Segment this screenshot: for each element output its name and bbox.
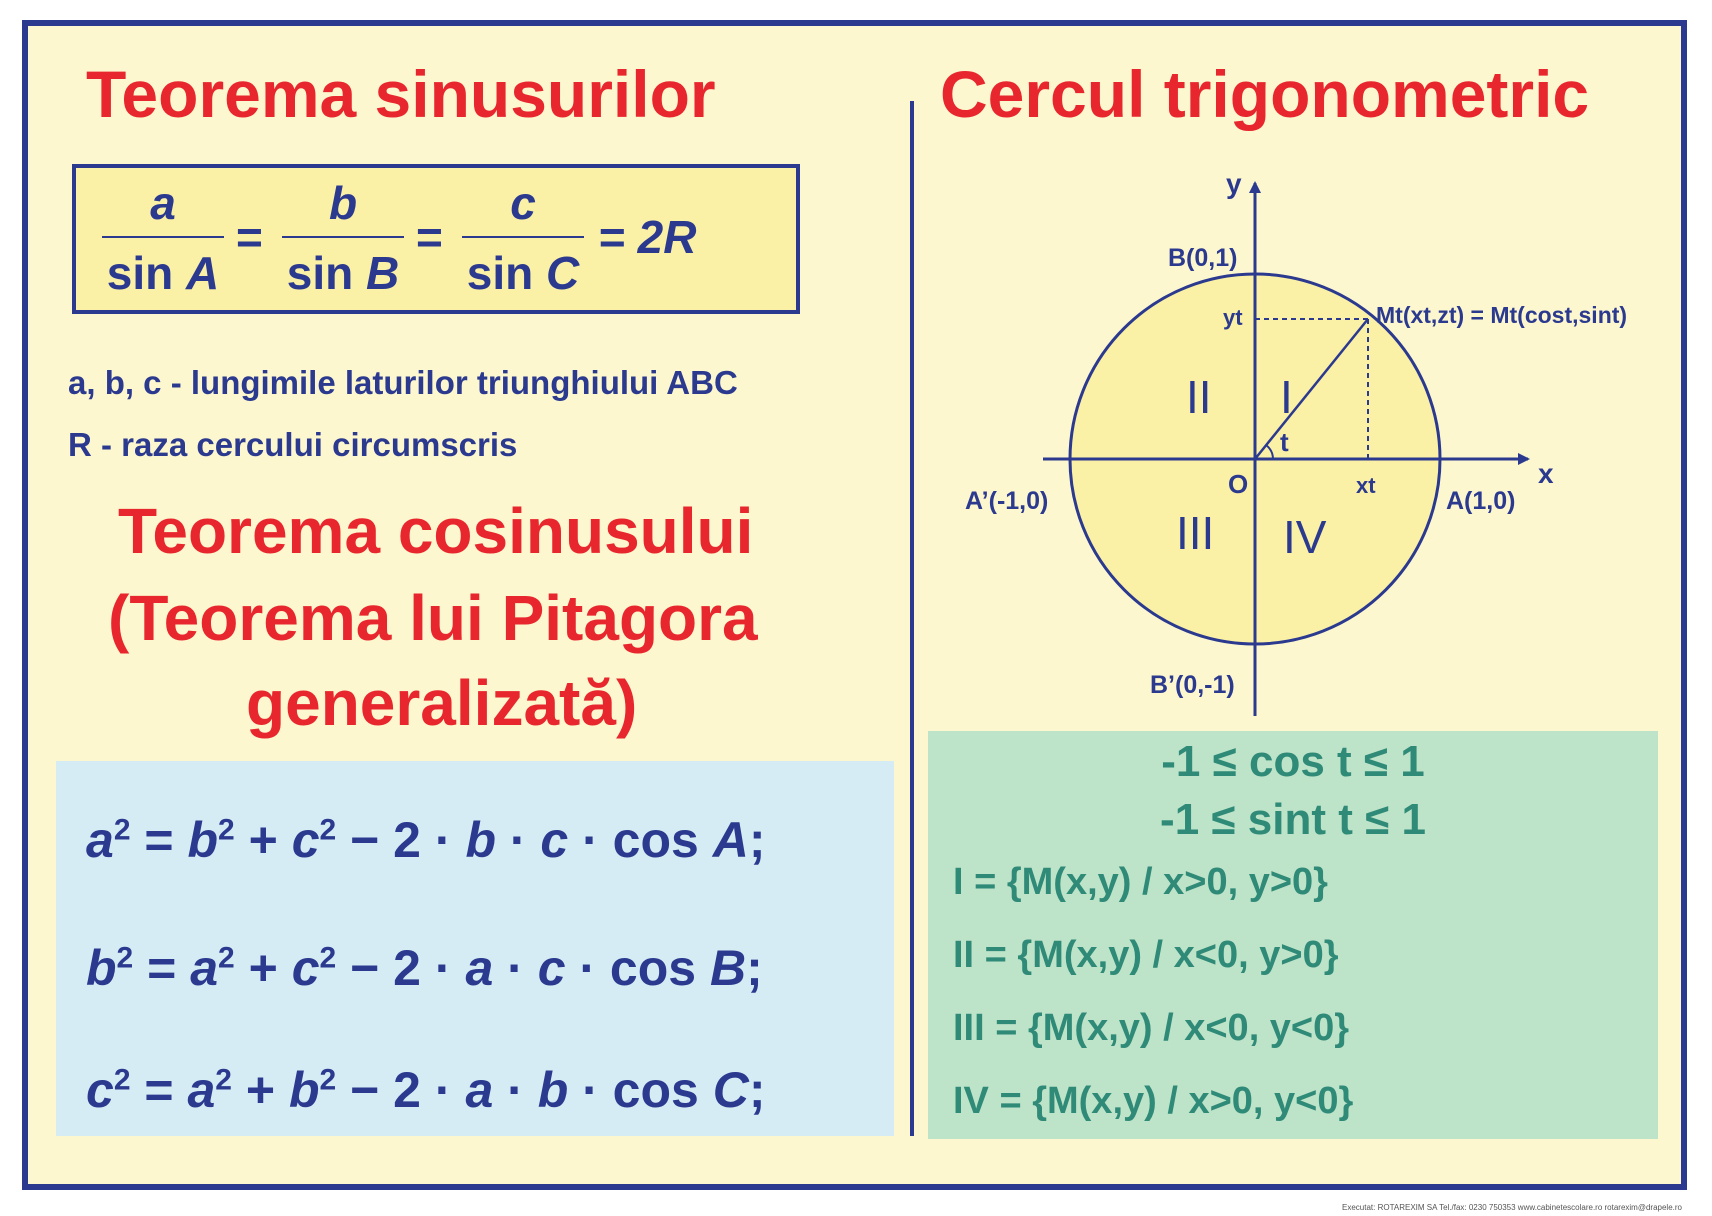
proj-y-label: yt [1223,305,1243,330]
legend-radius: R - raza cercului circumscris [68,426,518,463]
cos-range: -1 ≤ cos t ≤ 1 [1161,737,1425,786]
footer-credit: Executat: ROTAREXIM SA Tel./fax: 0230 75… [1342,1203,1682,1212]
radius-om [1254,318,1369,460]
result-2r: = 2R [598,211,697,263]
point-b-label: B(0,1) [1168,244,1237,272]
quadrant-ii-definition: II = {M(x,y) / x<0, y>0} [953,934,1339,976]
quadrant-ii-label: II [1186,371,1212,423]
denominator: sin A [106,247,220,299]
axis-y-label: y [1226,168,1242,199]
cosine-theorem-title: Teorema cosinusului [118,495,754,567]
legend-sides: a, b, c - lungimile laturilor triunghiul… [68,364,738,401]
origin-label: O [1228,469,1248,499]
cosine-formula-box: a2 = b2 + c2 − 2 · b · c · cos A; b2 = a… [56,761,894,1136]
quadrant-iv-definition: IV = {M(x,y) / x>0, y<0} [953,1080,1354,1122]
fraction-bar [462,236,584,238]
sine-formula-box: a sin A = b sin B = c sin C = 2R [72,164,800,314]
point-m-label: Mt(xt,zt) = Mt(cost,sint) [1376,302,1627,328]
denominator: sin C [466,247,580,299]
trig-properties-box: -1 ≤ cos t ≤ 1 -1 ≤ sint t ≤ 1 I = {M(x,… [928,731,1658,1139]
quadrant-iii-label: III [1176,507,1214,559]
trig-circle-diagram: y x O t B(0,1) B’(0,-1) A(1,0) A’(-1,0) … [965,168,1627,716]
sin-range: -1 ≤ sint t ≤ 1 [1160,795,1426,844]
angle-arc [1265,444,1274,460]
numerator: a [150,177,176,229]
poster: Teorema sinusurilor a sin A = b sin B = … [22,20,1687,1190]
point-a-prime-label: A’(-1,0) [965,487,1048,515]
equals-sign: = [236,211,263,263]
quadrant-i-label: I [1280,371,1293,423]
numerator: c [510,177,536,229]
fraction-a: a sin A [102,174,224,304]
cosine-formula-c: c2 = a2 + b2 − 2 · a · b · cos C; [86,1062,766,1118]
cosine-theorem-subtitle-2: generalizată) [246,667,638,739]
fraction-c: c sin C [462,174,584,304]
column-divider [910,101,914,1136]
cosine-formula-a: a2 = b2 + c2 − 2 · b · c · cos A; [86,812,766,868]
equals-sign: = [416,211,443,263]
trig-circle-title: Cercul trigonometric [940,57,1590,131]
fraction-bar [102,236,224,238]
fraction-bar [282,236,404,238]
denominator: sin B [286,247,400,299]
quadrant-iv-label: IV [1283,511,1327,563]
cosine-formula-b: b2 = a2 + c2 − 2 · a · c · cos B; [86,940,763,996]
point-a-label: A(1,0) [1446,487,1515,515]
angle-label: t [1280,427,1289,457]
cosine-theorem-subtitle-1: (Teorema lui Pitagora [108,582,758,654]
fraction-b: b sin B [282,174,404,304]
quadrant-iii-definition: III = {M(x,y) / x<0, y<0} [953,1007,1350,1049]
sine-theorem-title: Teorema sinusurilor [86,57,716,131]
numerator: b [328,177,358,229]
point-b-prime-label: B’(0,-1) [1150,671,1235,699]
axis-x-label: x [1538,458,1554,489]
quadrant-i-definition: I = {M(x,y) / x>0, y>0} [953,861,1328,903]
proj-x-label: xt [1356,473,1376,498]
